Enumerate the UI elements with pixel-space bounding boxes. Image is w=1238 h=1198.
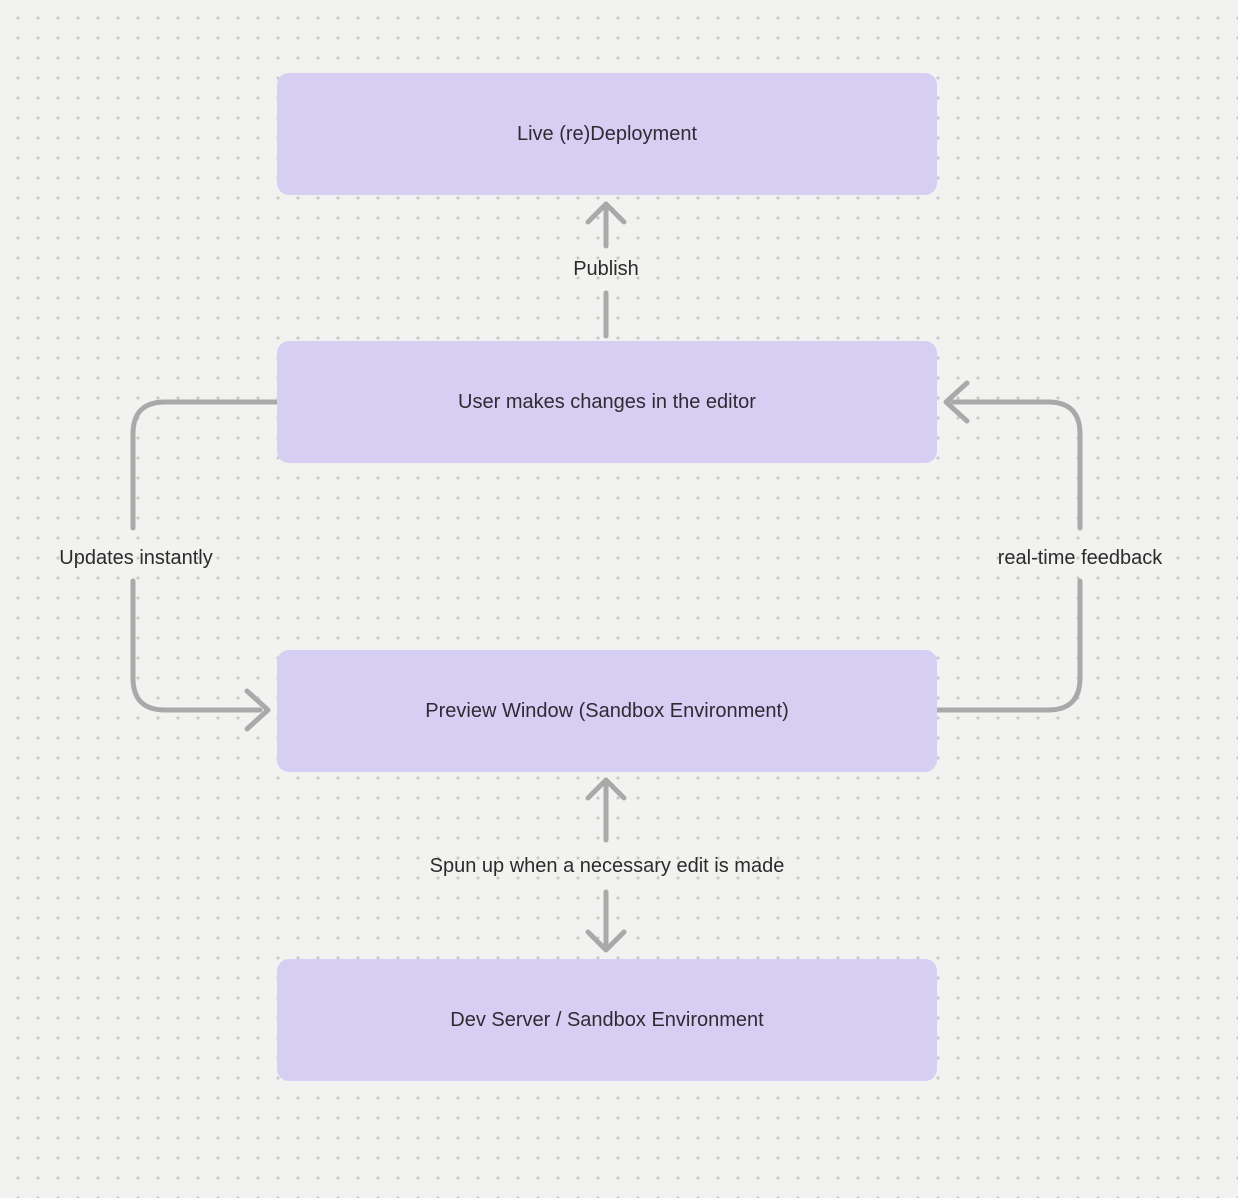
node-user-changes-label: User makes changes in the editor xyxy=(458,390,756,413)
node-live-deployment-label: Live (re)Deployment xyxy=(516,122,698,145)
arrowhead-up-icon xyxy=(585,201,627,225)
edge-label-publish: Publish xyxy=(573,258,639,280)
node-preview-window-label: Preview Window (Sandbox Environment) xyxy=(425,699,789,722)
edge-label-spun-up: Spun up when a necessary edit is made xyxy=(429,855,785,877)
arrowhead-down-icon xyxy=(585,929,627,953)
edge-label-updates-instantly: Updates instantly xyxy=(59,547,213,569)
arrowhead-up-icon xyxy=(585,777,627,801)
edge-label-real-time-feedback: real-time feedback xyxy=(997,547,1163,569)
node-live-deployment[interactable]: Live (re)Deployment xyxy=(277,73,937,195)
node-user-changes[interactable]: User makes changes in the editor xyxy=(277,341,937,463)
node-dev-server[interactable]: Dev Server / Sandbox Environment xyxy=(277,959,937,1081)
node-dev-server-label: Dev Server / Sandbox Environment xyxy=(450,1008,764,1031)
node-preview-window[interactable]: Preview Window (Sandbox Environment) xyxy=(277,650,937,772)
arrowhead-right-icon xyxy=(244,688,271,732)
arrowhead-left-icon xyxy=(943,380,970,424)
